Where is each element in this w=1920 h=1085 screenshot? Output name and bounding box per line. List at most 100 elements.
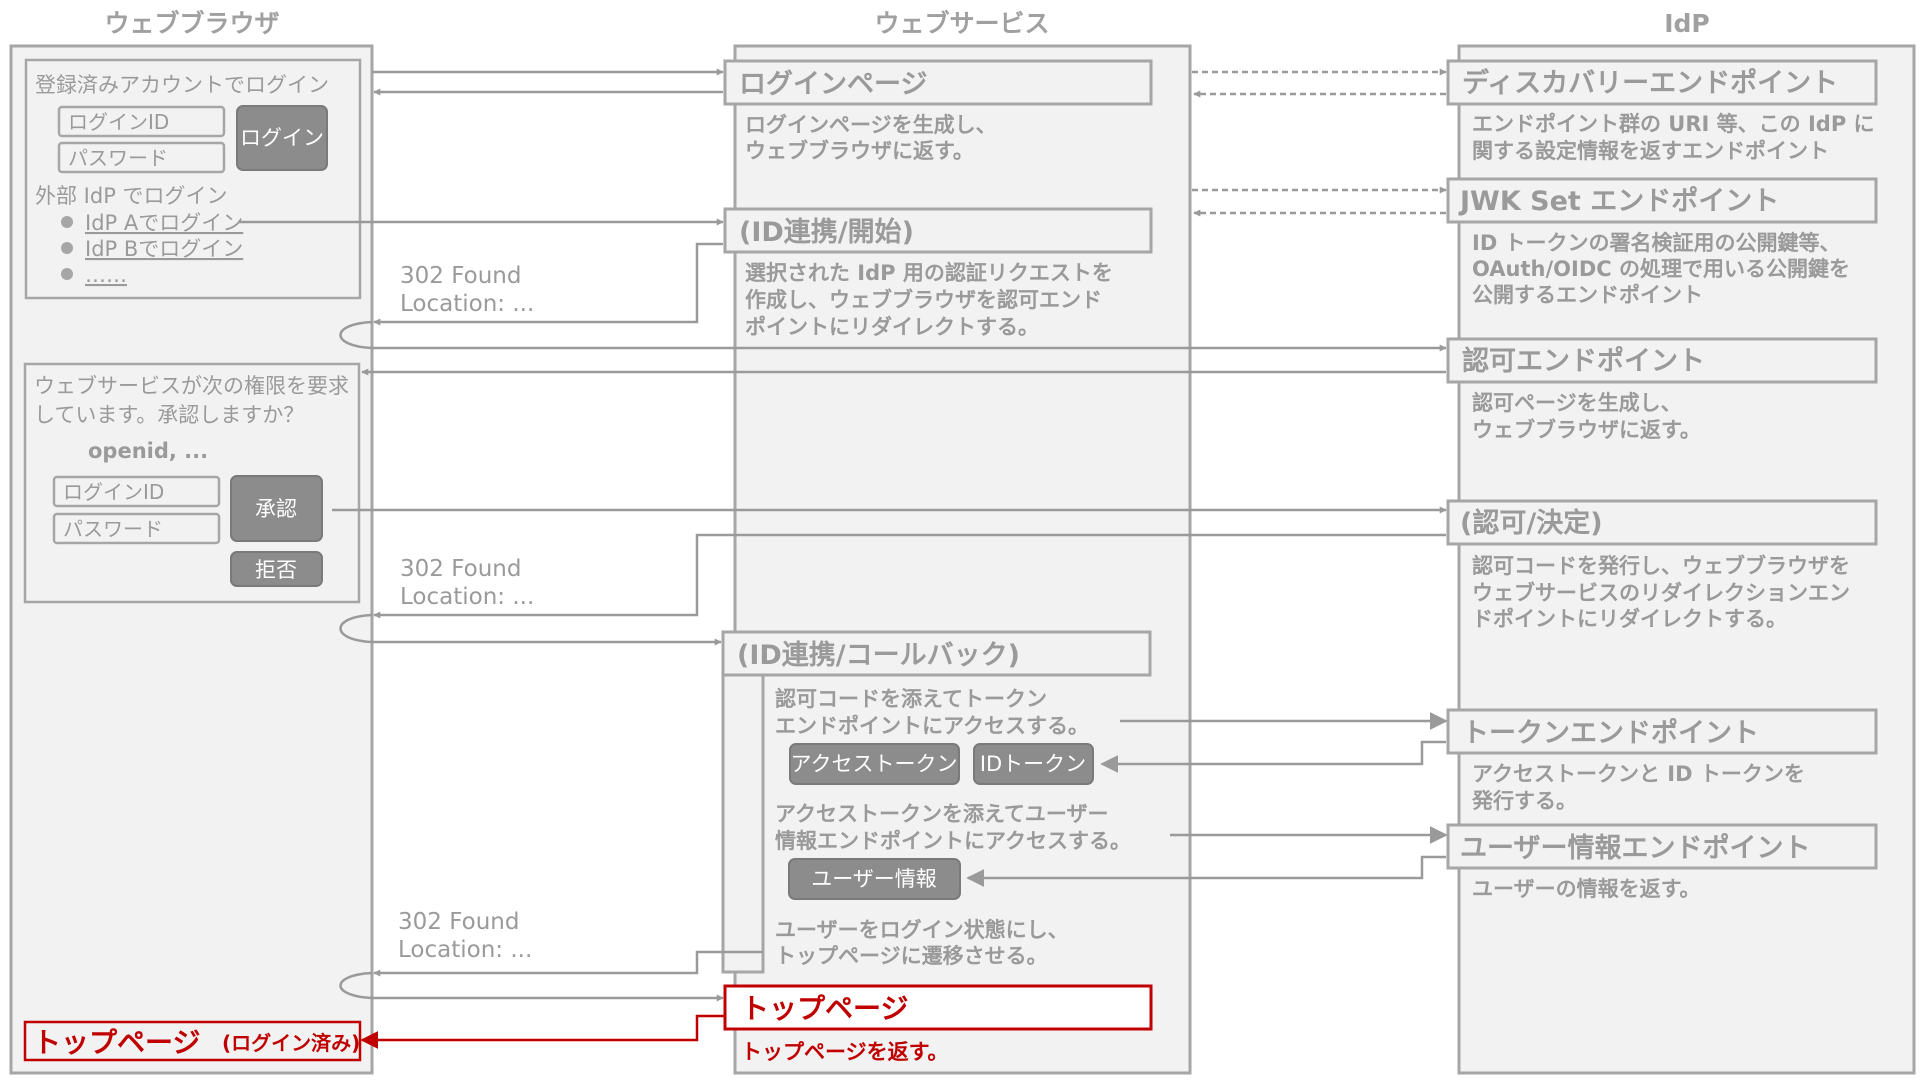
- callback-desc2-line1: アクセストークンを添えてユーザー: [775, 802, 1108, 826]
- service-top-page-box: [723, 984, 1153, 1031]
- redirect2-status: 302 Found: [400, 556, 521, 582]
- authorization-desc-line1: 認可ページを生成し、: [1472, 391, 1682, 415]
- callback-desc2-line2: 情報エンドポイントにアクセスする。: [775, 829, 1131, 853]
- arrow-userinfo-response: [966, 855, 1446, 887]
- more-idp-link[interactable]: ……: [85, 263, 127, 287]
- login-page-desc-line1: ログインページを生成し、: [745, 113, 997, 137]
- userinfo-endpoint-title: ユーザー情報エンドポイント: [1460, 833, 1810, 864]
- callback-desc1-line1: 認可コードを添えてトークン: [775, 687, 1047, 711]
- id-token-label: IDトークン: [980, 752, 1086, 776]
- arrow-redirect3: [373, 950, 763, 977]
- user-info-label: ユーザー情報: [811, 867, 937, 891]
- decision-desc-line3: ドポイントにリダイレクトする。: [1472, 607, 1787, 631]
- decision-desc-line2: ウェブサービスのリダイレクションエン: [1472, 581, 1850, 605]
- authorization-endpoint-box: [1446, 337, 1878, 384]
- bullet-icon: [61, 216, 73, 228]
- decision-title: (認可/決定): [1460, 507, 1603, 539]
- jwks-desc-line2: OAuth/OIDC の処理で用いる公開鍵を: [1472, 257, 1850, 281]
- token-endpoint-box: [1446, 708, 1878, 755]
- arrow-get-top-page: [339, 971, 724, 1002]
- column-header-browser: ウェブブラウザ: [104, 9, 279, 38]
- consent-password-placeholder: パスワード: [63, 517, 163, 541]
- approve-button[interactable]: [230, 475, 323, 542]
- external-idp-title: 外部 IdP でログイン: [35, 184, 228, 208]
- deny-button-label: 拒否: [255, 558, 297, 582]
- login-form-box: [24, 58, 362, 300]
- discovery-desc-line2: 関する設定情報を返すエンドポイント: [1472, 139, 1829, 163]
- federation-start-title: (ID連携/開始): [739, 216, 914, 248]
- authorization-endpoint-title: 認可エンドポイント: [1462, 345, 1705, 377]
- jwks-desc-line1: ID トークンの署名検証用の公開鍵等、: [1472, 231, 1841, 255]
- redirect1-status: 302 Found: [400, 263, 521, 289]
- discovery-endpoint-title: ディスカバリーエンドポイント: [1462, 67, 1838, 99]
- browser-top-page-note: (ログイン済み): [222, 1031, 360, 1055]
- column-header-service: ウェブサービス: [874, 9, 1049, 38]
- login-page-desc-line2: ウェブブラウザに返す。: [745, 139, 974, 163]
- user-info-badge: [788, 858, 961, 900]
- idp-b-login-link[interactable]: IdP Bでログイン: [85, 237, 243, 261]
- userinfo-endpoint-box: [1446, 823, 1878, 870]
- id-token-badge: [973, 743, 1094, 785]
- authorization-desc-line2: ウェブブラウザに返す。: [1472, 418, 1701, 442]
- callback-desc1-line2: エンドポイントにアクセスする。: [775, 714, 1089, 738]
- idp-a-login-link[interactable]: IdP Aでログイン: [85, 211, 243, 235]
- federation-start-desc-line3: ポイントにリダイレクトする。: [745, 315, 1039, 339]
- column-header-idp: IdP: [1664, 9, 1710, 38]
- arrow-token-response: [1100, 740, 1446, 773]
- consent-text-line1: ウェブサービスが次の権限を要求: [34, 374, 349, 398]
- bullet-icon: [61, 268, 73, 280]
- userinfo-desc-line1: ユーザーの情報を返す。: [1472, 877, 1700, 901]
- consent-password-field[interactable]: [52, 512, 221, 545]
- callback-desc3-line2: トップページに遷移させる。: [775, 944, 1048, 968]
- password-placeholder: パスワード: [68, 146, 168, 170]
- jwks-desc-line3: 公開するエンドポイント: [1472, 283, 1703, 307]
- login-button[interactable]: [236, 105, 328, 171]
- discovery-desc-line1: エンドポイント群の URI 等、この IdP に: [1472, 112, 1875, 136]
- consent-text-line2: しています。承認しますか？: [34, 403, 304, 427]
- service-top-page-desc: トップページを返す。: [741, 1040, 948, 1064]
- password-field[interactable]: [57, 141, 226, 174]
- login-button-label: ログイン: [240, 126, 324, 150]
- callback-desc3-line1: ユーザーをログイン状態にし、: [775, 918, 1069, 942]
- arrow-to-authorization: [339, 320, 1447, 352]
- login-page-box: [723, 59, 1153, 106]
- deny-button[interactable]: [230, 551, 323, 587]
- token-desc-line2: 発行する。: [1471, 789, 1577, 813]
- access-token-badge: [789, 743, 960, 785]
- jwks-endpoint-box: [1446, 177, 1878, 224]
- callback-box: [721, 630, 1152, 677]
- consent-login-id-placeholder: ログインID: [63, 480, 164, 504]
- redirect3-location: Location: ...: [398, 937, 532, 963]
- discovery-endpoint-box: [1446, 59, 1878, 106]
- bullet-icon: [61, 242, 73, 254]
- requested-scopes: openid, ...: [88, 439, 208, 463]
- login-page-title: ログインページ: [739, 68, 927, 100]
- redirect2-location: Location: ...: [400, 584, 534, 610]
- decision-box: [1446, 499, 1878, 546]
- arrow-return-top-page: [360, 1014, 725, 1049]
- redirect3-status: 302 Found: [398, 909, 519, 935]
- access-token-label: アクセストークン: [791, 752, 958, 776]
- approve-button-label: 承認: [255, 497, 297, 521]
- redirect1-location: Location: ...: [400, 291, 534, 317]
- federation-start-box: [723, 207, 1153, 254]
- federation-start-desc-line2: 作成し、ウェブブラウザを認可エンド: [745, 288, 1102, 312]
- arrow-redirect1: [373, 242, 723, 326]
- consent-login-id-field[interactable]: [52, 475, 221, 508]
- service-top-page-title: トップページ: [741, 992, 908, 1025]
- jwks-endpoint-title: JWK Set エンドポイント: [1458, 186, 1779, 217]
- login-id-placeholder: ログインID: [68, 110, 169, 134]
- federation-start-desc-line1: 選択された IdP 用の認証リクエストを: [745, 261, 1113, 285]
- login-id-field[interactable]: [57, 105, 226, 138]
- browser-top-page-box: [23, 1020, 362, 1062]
- browser-top-page-title: トップページ: [33, 1026, 200, 1059]
- callback-activation-bar: [721, 673, 765, 974]
- arrow-callback: [339, 613, 722, 646]
- token-endpoint-title: トークンエンドポイント: [1462, 718, 1759, 749]
- arrow-redirect2: [373, 533, 1446, 619]
- login-box-title: 登録済みアカウントでログイン: [35, 73, 329, 97]
- decision-desc-line1: 認可コードを発行し、ウェブブラウザを: [1472, 554, 1850, 578]
- callback-title: (ID連携/コールバック): [737, 640, 1020, 671]
